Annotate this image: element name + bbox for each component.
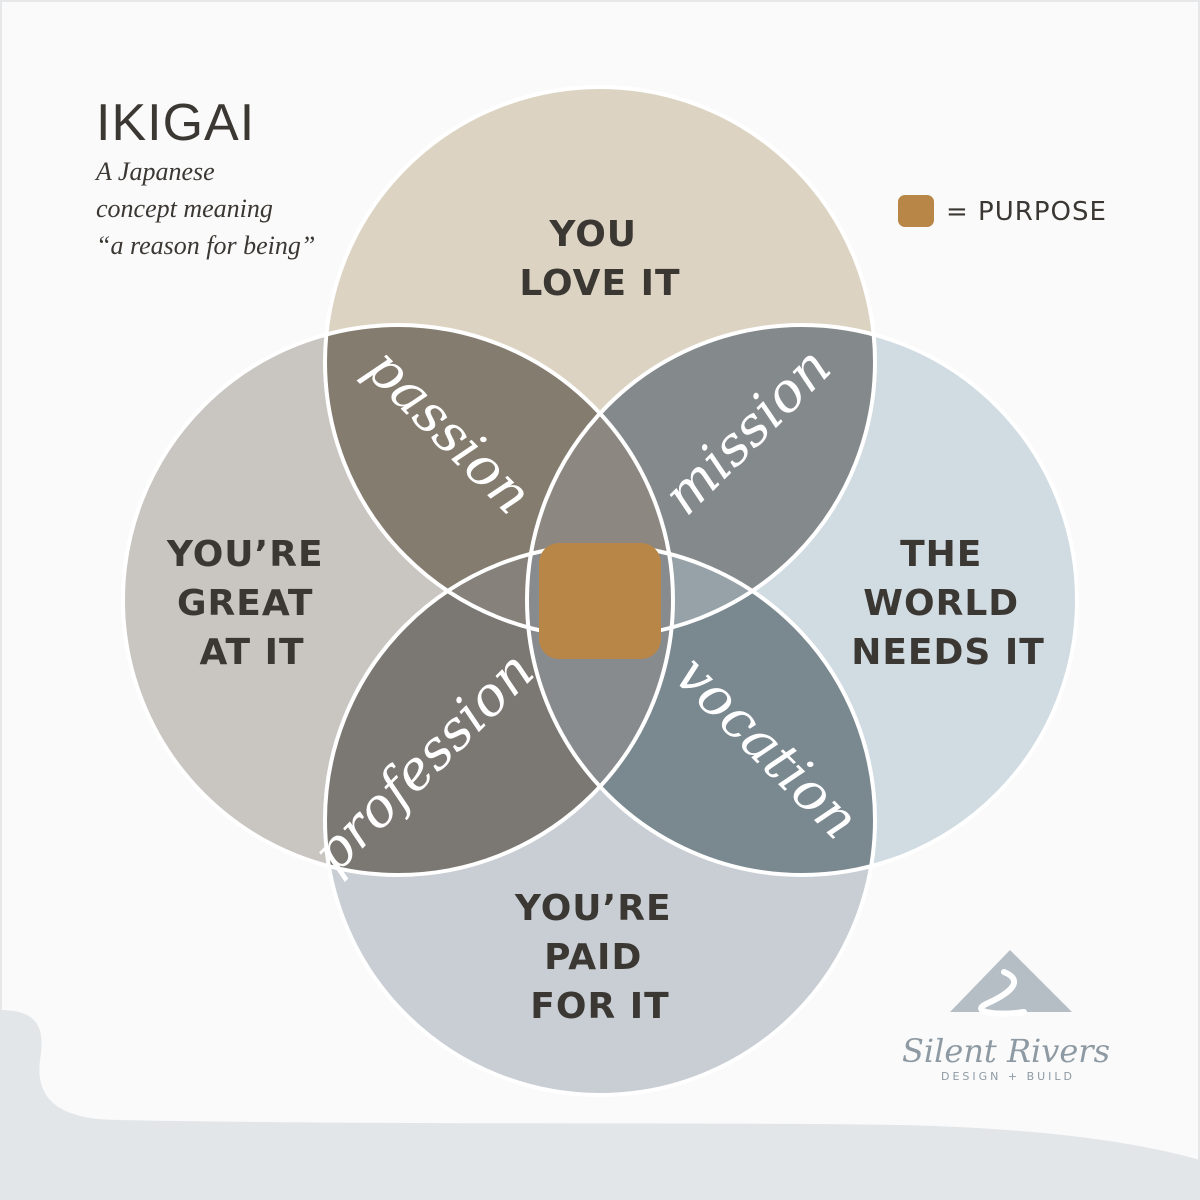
logo-tagline: DESIGN + BUILD <box>941 1070 1075 1083</box>
center-purpose-square <box>539 543 661 659</box>
label-youre-paid-for-it: YOU’RE PAID FOR IT <box>514 888 685 1027</box>
page-title: IKIGAI <box>96 94 255 152</box>
label-the-world-needs-it: THE WORLD NEEDS IT <box>851 534 1045 673</box>
river-icon <box>978 969 1027 1017</box>
river-shape-decoration <box>0 1010 1200 1200</box>
label-youre-great-at-it: YOU’RE GREAT AT IT <box>166 534 337 673</box>
legend-purpose-label: = PURPOSE <box>946 197 1107 227</box>
label-you-love-it: YOU LOVE IT <box>519 214 680 304</box>
silent-rivers-logo: Silent Rivers DESIGN + BUILD <box>902 950 1110 1083</box>
logo-name: Silent Rivers <box>902 1032 1110 1070</box>
page-subtitle: A Japanese concept meaning “a reason for… <box>94 157 315 260</box>
legend-purpose-swatch <box>898 195 934 227</box>
